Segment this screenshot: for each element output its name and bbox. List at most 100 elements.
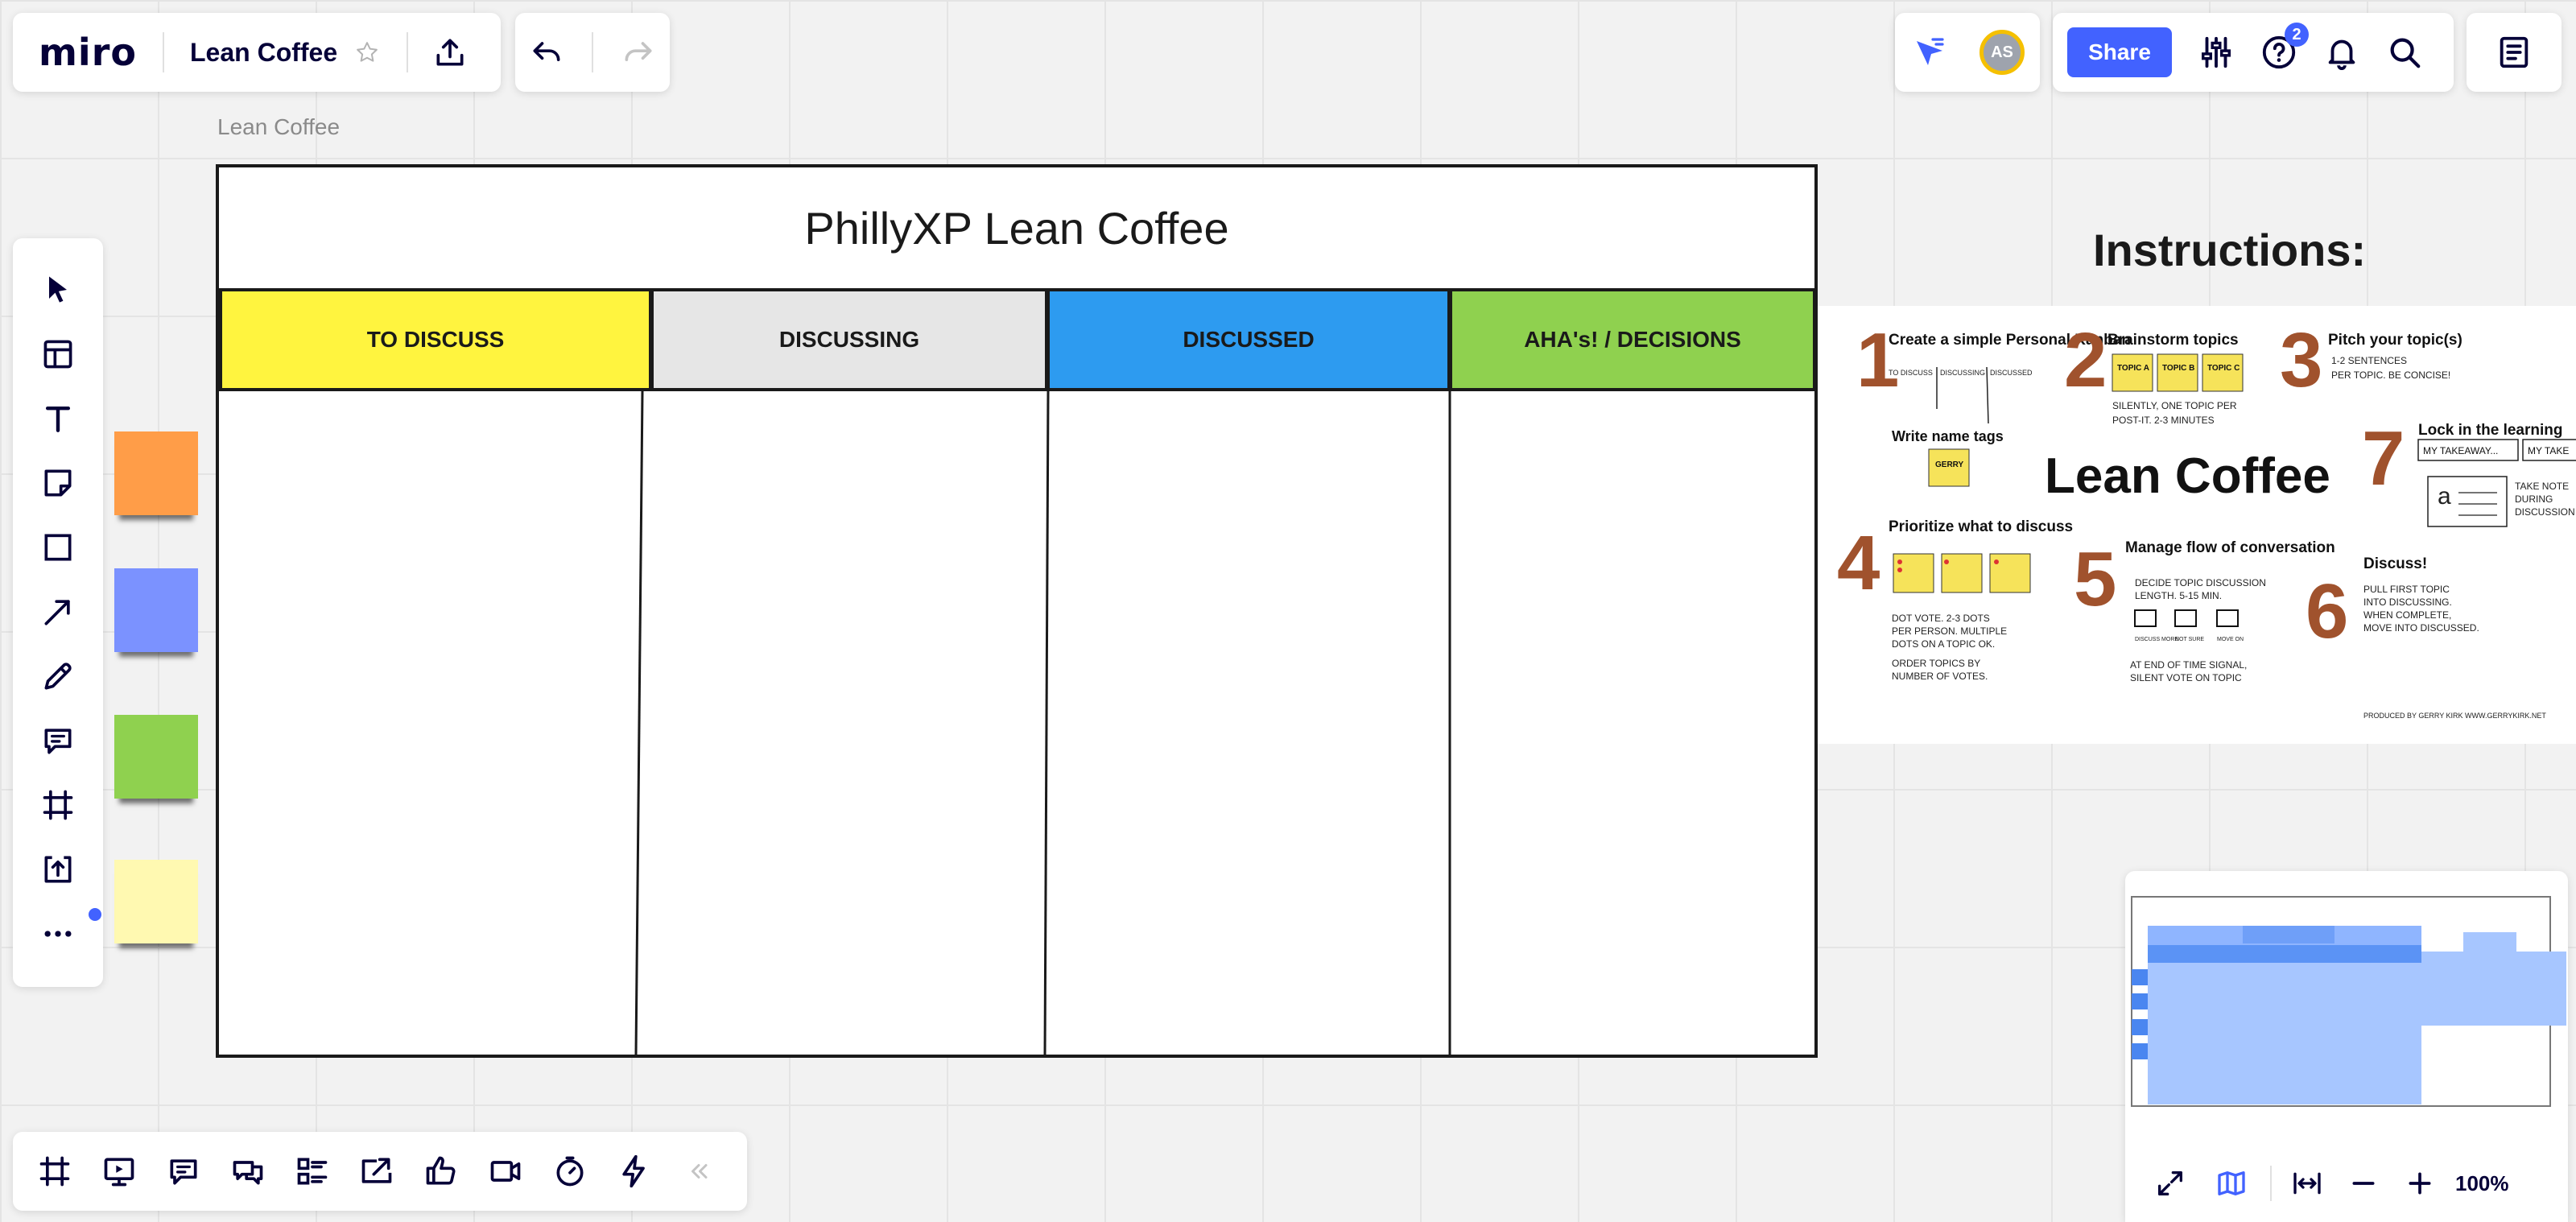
zoom-level[interactable]: 100% bbox=[2455, 1170, 2509, 1195]
help-badge: 2 bbox=[2285, 23, 2309, 47]
step-text: TAKE NOTE bbox=[2515, 481, 2569, 492]
instructions-title[interactable]: Instructions: bbox=[2093, 225, 2367, 275]
instructions-credit: PRODUCED BY GERRY KIRK WWW.GERRYKIRK.NET bbox=[2363, 712, 2546, 720]
star-icon[interactable] bbox=[355, 40, 379, 64]
undo-redo-panel bbox=[515, 13, 670, 92]
step-text: DISCUSSED bbox=[1990, 369, 2033, 377]
top-tools-panel: Share 2 bbox=[2053, 13, 2454, 92]
connection-line-icon[interactable] bbox=[35, 589, 80, 634]
step-text: DURING bbox=[2515, 493, 2553, 505]
step-heading: Prioritize what to discuss bbox=[1889, 518, 2073, 535]
divider bbox=[2270, 1166, 2272, 1201]
fullscreen-icon[interactable] bbox=[2154, 1167, 2186, 1199]
vote-label: NOT SURE bbox=[2175, 637, 2204, 642]
board-content-icon[interactable] bbox=[290, 1149, 335, 1194]
collapse-toolbar-icon[interactable] bbox=[676, 1149, 721, 1194]
board-title[interactable]: PhillyXP Lean Coffee bbox=[804, 202, 1229, 254]
share-screen-icon[interactable] bbox=[354, 1149, 399, 1194]
column-header-discussing[interactable]: DISCUSSING bbox=[650, 288, 1048, 391]
help-icon[interactable]: 2 bbox=[2260, 23, 2309, 71]
vote-label: DISCUSS MORE bbox=[2135, 637, 2178, 642]
collaboration-panel: AS bbox=[1895, 13, 2040, 92]
upload-icon[interactable] bbox=[35, 847, 80, 892]
step-text: POST-IT. 2-3 MINUTES bbox=[2112, 415, 2215, 426]
step-number: 6 bbox=[2306, 568, 2348, 654]
frame-icon[interactable] bbox=[35, 782, 80, 828]
export-icon[interactable] bbox=[432, 35, 468, 70]
step-heading: Create a simple Personal Kanban bbox=[1889, 332, 2131, 349]
chat-icon[interactable] bbox=[225, 1149, 270, 1194]
sticky-note-green[interactable] bbox=[114, 715, 198, 799]
more-tools-icon[interactable] bbox=[35, 911, 80, 956]
step-heading: Discuss! bbox=[2363, 555, 2427, 572]
step-text: WHEN COMPLETE, bbox=[2363, 609, 2451, 621]
share-button[interactable]: Share bbox=[2067, 27, 2172, 77]
step-text: MY TAKE bbox=[2528, 445, 2569, 456]
kanban-board[interactable]: PhillyXP Lean Coffee TO DISCUSS DISCUSSI… bbox=[216, 164, 1818, 1058]
step-text: NUMBER OF VOTES. bbox=[1892, 671, 1988, 682]
pen-icon[interactable] bbox=[35, 654, 80, 699]
step-text: PER TOPIC. BE CONCISE! bbox=[2331, 369, 2450, 381]
frame-label[interactable]: Lean Coffee bbox=[217, 114, 341, 139]
sticky-note-orange[interactable] bbox=[114, 431, 198, 515]
undo-icon[interactable] bbox=[529, 35, 564, 70]
comment-icon[interactable] bbox=[35, 718, 80, 763]
step-heading: Manage flow of conversation bbox=[2125, 539, 2335, 556]
topic-sticky-text: TOPIC A bbox=[2117, 364, 2149, 373]
map-icon[interactable] bbox=[2215, 1167, 2248, 1199]
topic-sticky-text: TOPIC B bbox=[2162, 364, 2194, 373]
sticky-note-yellow[interactable] bbox=[114, 860, 198, 943]
step-heading: Brainstorm topics bbox=[2107, 332, 2239, 349]
step-text: SILENT VOTE ON TOPIC bbox=[2130, 672, 2242, 683]
instructions-image[interactable]: 1 Create a simple Personal Kanban TO DIS… bbox=[1818, 306, 2576, 744]
templates-icon[interactable] bbox=[35, 332, 80, 377]
topic-sticky-text: TOPIC C bbox=[2207, 364, 2240, 373]
step-number: 7 bbox=[2362, 415, 2405, 502]
step-text: MOVE INTO DISCUSSED. bbox=[2363, 622, 2479, 634]
apps-lightning-icon[interactable] bbox=[612, 1149, 657, 1194]
minimap[interactable] bbox=[2125, 871, 2568, 1145]
step-text: DOT VOTE. 2-3 DOTS bbox=[1892, 613, 1990, 624]
step-text: INTO DISCUSSING. bbox=[2363, 597, 2452, 608]
presentation-icon[interactable] bbox=[97, 1149, 142, 1194]
step-text: LENGTH. 5-15 MIN. bbox=[2135, 590, 2222, 601]
text-tool-icon[interactable] bbox=[35, 396, 80, 441]
notes-list-icon[interactable] bbox=[2496, 34, 2533, 71]
frames-icon[interactable] bbox=[32, 1149, 77, 1194]
step-heading: Write name tags bbox=[1892, 428, 2004, 444]
instructions-center-title: Lean Coffee bbox=[2045, 448, 2330, 504]
search-icon[interactable] bbox=[2386, 34, 2423, 71]
step-text: ORDER TOPICS BY bbox=[1892, 658, 1980, 669]
comments-icon[interactable] bbox=[161, 1149, 206, 1194]
cursor-attention-icon[interactable] bbox=[1910, 33, 1949, 72]
select-cursor-icon[interactable] bbox=[35, 267, 80, 312]
step-text: MY TAKEAWAY... bbox=[2423, 445, 2498, 456]
step-text: TO DISCUSS bbox=[1889, 369, 1933, 377]
left-toolbar bbox=[13, 238, 103, 987]
miro-logo[interactable]: miro bbox=[39, 31, 137, 74]
column-header-discussed[interactable]: DISCUSSED bbox=[1046, 288, 1451, 391]
step-text: DISCUSSING bbox=[1940, 369, 1985, 377]
fit-to-screen-icon[interactable] bbox=[2291, 1167, 2323, 1199]
new-tools-indicator bbox=[89, 908, 101, 921]
avatar[interactable]: AS bbox=[1979, 30, 2025, 75]
step-text: DISCUSSION bbox=[2515, 506, 2575, 518]
divider bbox=[407, 32, 409, 72]
settings-sliders-icon[interactable] bbox=[2198, 34, 2235, 71]
sticky-note-icon[interactable] bbox=[35, 460, 80, 506]
timer-icon[interactable] bbox=[547, 1149, 592, 1194]
column-header-decisions[interactable]: AHA's! / DECISIONS bbox=[1449, 288, 1816, 391]
notifications-bell-icon[interactable] bbox=[2323, 34, 2360, 71]
redo-icon[interactable] bbox=[621, 35, 656, 70]
zoom-out-icon[interactable] bbox=[2347, 1167, 2380, 1199]
video-call-icon[interactable] bbox=[483, 1149, 528, 1194]
voting-thumb-up-icon[interactable] bbox=[419, 1149, 464, 1194]
step-heading: Pitch your topic(s) bbox=[2328, 332, 2462, 349]
board-name[interactable]: Lean Coffee bbox=[190, 37, 338, 67]
column-header-to-discuss[interactable]: TO DISCUSS bbox=[219, 288, 652, 391]
sticky-note-blue[interactable] bbox=[114, 568, 198, 652]
board-header-panel: miro Lean Coffee bbox=[13, 13, 501, 92]
zoom-in-icon[interactable] bbox=[2404, 1167, 2436, 1199]
shape-rectangle-icon[interactable] bbox=[35, 525, 80, 570]
step-number: 1 bbox=[1856, 317, 1899, 403]
